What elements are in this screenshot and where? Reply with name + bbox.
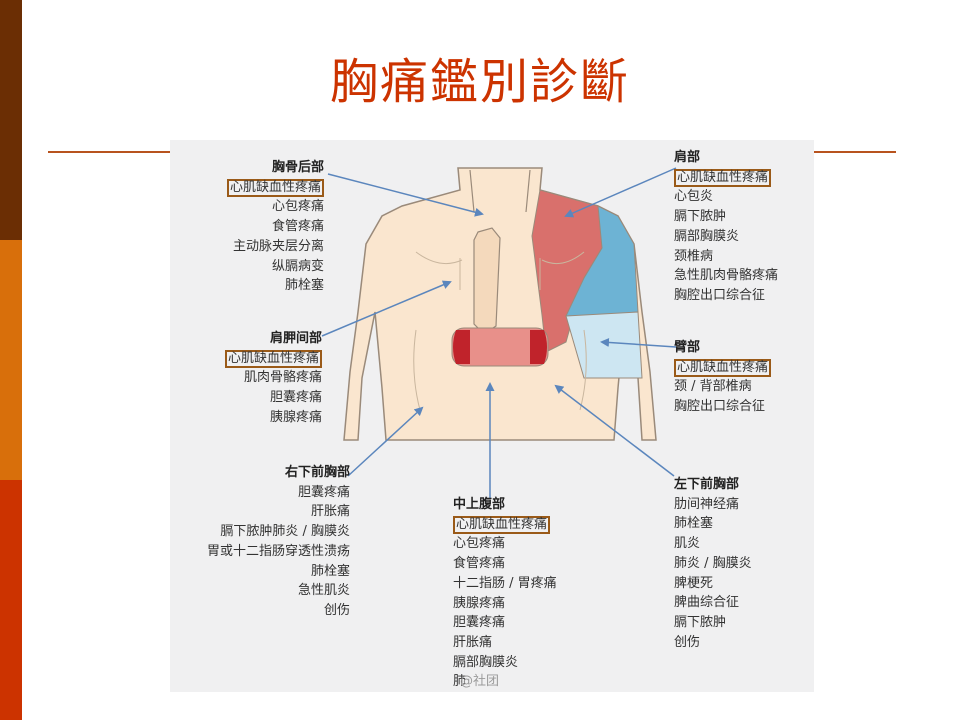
- list-item: 十二指肠 / 胃疼痛: [453, 575, 557, 591]
- highlight-label: 心肌缺血性疼痛: [453, 515, 551, 534]
- group-heading: 左下前胸部: [674, 477, 740, 492]
- highlight-label: 心肌缺血性疼痛: [226, 178, 324, 197]
- diagram-panel: 胸骨后部 心肌缺血性疼痛 心包疼痛 食管疼痛 主动脉夹层分离 纵膈病变 肺栓塞 …: [170, 140, 814, 692]
- list-item: 膈部胸膜炎: [674, 228, 740, 244]
- highlight-label: 心肌缺血性疼痛: [674, 358, 772, 377]
- list-item: 食管疼痛: [453, 556, 506, 572]
- list-item: 膈下脓肿: [674, 614, 727, 630]
- epigastric-region: [451, 327, 549, 367]
- sidebar-segment-bottom: [0, 480, 22, 720]
- group-left-lower-chest: 左下前胸部 肋间神经痛 肺栓塞 肌炎 肺炎 / 胸膜炎 脾梗死 脾曲综合征 膈下…: [674, 475, 752, 652]
- sidebar-accent: [0, 0, 22, 720]
- group-heading: 臂部: [674, 340, 701, 355]
- list-item: 急性肌肉骨骼疼痛: [674, 268, 779, 284]
- list-item: 肺栓塞: [674, 516, 714, 532]
- list-item: 肺炎 / 胸膜炎: [674, 555, 752, 571]
- list-item: 急性肌炎: [297, 583, 350, 599]
- list-item: 膈下脓肿肺炎 / 胸膜炎: [220, 524, 350, 540]
- group-right-lower-chest: 右下前胸部 胆囊疼痛 肝胀痛 膈下脓肿肺炎 / 胸膜炎 胃或十二指肠穿透性溃疡 …: [207, 463, 350, 621]
- torso-diagram: [321, 167, 677, 498]
- group-heading: 胸骨后部: [271, 160, 324, 175]
- group-heading: 肩胛间部: [269, 331, 322, 346]
- list-item: 脾梗死: [674, 575, 714, 591]
- list-item: 肋间神经痛: [674, 496, 740, 512]
- list-item: 胆囊疼痛: [297, 484, 350, 500]
- group-epigastric: 中上腹部 心肌缺血性疼痛 心包疼痛 食管疼痛 十二指肠 / 胃疼痛 胰腺疼痛 胆…: [453, 495, 557, 692]
- neck-outline: [469, 169, 531, 213]
- list-item: 胃或十二指肠穿透性溃疡: [206, 543, 350, 559]
- page-title: 胸痛鑑別診斷: [329, 54, 630, 110]
- sidebar-segment-middle: [0, 240, 22, 480]
- list-item: 食管疼痛: [271, 219, 324, 235]
- group-heading: 肩部: [674, 150, 701, 165]
- group-retrosternal: 胸骨后部 心肌缺血性疼痛 心包疼痛 食管疼痛 主动脉夹层分离 纵膈病变 肺栓塞: [226, 158, 324, 296]
- epigastric-right-mark: [530, 330, 547, 364]
- list-item: 肺栓塞: [310, 563, 350, 579]
- arrow-arm: [600, 337, 677, 348]
- highlight-label: 心肌缺血性疼痛: [224, 349, 322, 368]
- sternum: [473, 227, 501, 335]
- arrow-retrosternal: [327, 173, 484, 217]
- list-item: 胸腔出口综合征: [674, 399, 766, 415]
- group-heading: 右下前胸部: [284, 465, 350, 480]
- list-item: 心包疼痛: [453, 536, 506, 552]
- list-item: 肺栓塞: [284, 278, 324, 294]
- title-rule-right: [812, 151, 896, 153]
- epigastric-left-mark: [453, 330, 470, 364]
- list-item: 创伤: [323, 602, 350, 618]
- list-item: 胆囊疼痛: [453, 615, 506, 631]
- list-item: 创伤: [674, 634, 701, 650]
- list-item: 膈部胸膜炎: [453, 654, 519, 670]
- chest-contours: [413, 251, 587, 411]
- list-item: 颈 / 背部椎病: [674, 379, 752, 395]
- group-arm: 臂部 心肌缺血性疼痛 颈 / 背部椎病 胸腔出口综合征: [674, 338, 772, 417]
- sidebar-segment-top: [0, 0, 22, 240]
- list-item: 主动脉夹层分离: [232, 238, 324, 254]
- title-rule-left: [48, 151, 172, 153]
- list-item: 胸腔出口综合征: [674, 287, 766, 303]
- list-item: 心包疼痛: [271, 199, 324, 215]
- list-item: 脾曲综合征: [674, 595, 740, 611]
- highlight-label: 心肌缺血性疼痛: [674, 168, 772, 187]
- list-item: 纵膈病变: [271, 258, 324, 274]
- group-shoulder: 肩部 心肌缺血性疼痛 心包炎 膈下脓肿 膈部胸膜炎 颈椎病 急性肌肉骨骼疼痛 胸…: [674, 148, 778, 306]
- group-heading: 中上腹部: [453, 497, 506, 512]
- list-item: 心包炎: [674, 189, 714, 205]
- list-item: 肝胀痛: [453, 634, 493, 650]
- list-item: 膈下脓肿: [674, 209, 727, 225]
- arrow-interscapular: [321, 280, 452, 337]
- list-item: 肌肉骨骼疼痛: [243, 370, 322, 386]
- list-item: 胰腺疼痛: [269, 409, 322, 425]
- arrow-left-lower-chest: [554, 384, 675, 477]
- group-interscapular: 肩胛间部 心肌缺血性疼痛 肌肉骨骼疼痛 胆囊疼痛 胰腺疼痛: [224, 329, 322, 428]
- watermark: @社团: [460, 674, 500, 689]
- list-item: 胆囊疼痛: [269, 390, 322, 406]
- arrow-right-lower-chest: [347, 406, 424, 477]
- list-item: 肝胀痛: [310, 504, 350, 520]
- list-item: 肌炎: [674, 536, 701, 552]
- list-item: 胰腺疼痛: [453, 595, 506, 611]
- arrow-shoulder: [564, 167, 677, 218]
- list-item: 肺: [453, 674, 467, 690]
- list-item: 颈椎病: [674, 248, 714, 264]
